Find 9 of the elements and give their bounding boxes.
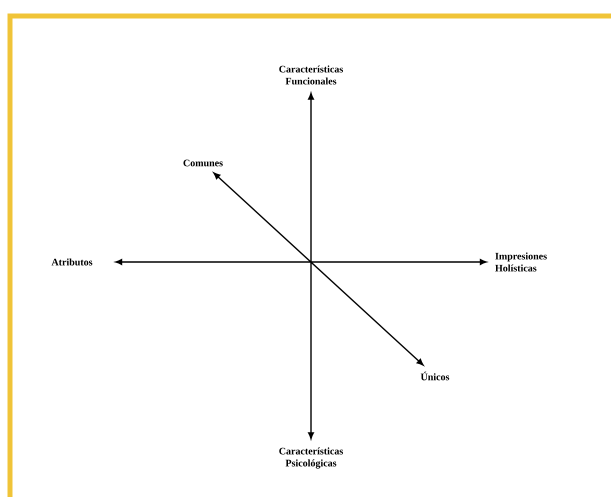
axis-arrow [308,92,314,440]
axis-label: Únicos [420,372,450,380]
axis-arrow [115,259,487,265]
axis-label: Impresiones Holísticas [495,252,547,272]
axis-label: Atributos [52,258,92,266]
axis-label: Características Psicológicas [279,447,343,469]
axis-label: Características Funcionales [279,65,343,85]
axis-arrow [213,172,424,366]
axis-label: Comunes [184,160,223,166]
